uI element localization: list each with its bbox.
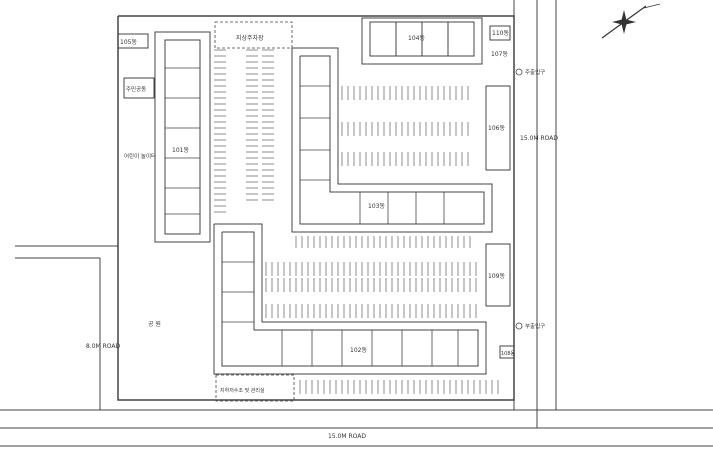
bottom-facility-zone: [215, 374, 295, 402]
community-building: [123, 77, 155, 99]
label-b104: 104동: [408, 35, 425, 42]
label-b105: 105동: [120, 39, 137, 46]
label-road-south: 15.0M ROAD: [328, 433, 366, 440]
parking-stalls: [214, 49, 499, 394]
label-playground: 어린이 놀이터: [124, 152, 156, 160]
label-road-east: 15.0M ROAD: [520, 135, 558, 142]
site-boundary: [117, 15, 515, 401]
label-main-gate: 주출입구: [525, 68, 545, 76]
label-b106: 106동: [488, 125, 505, 132]
label-b107: 107동: [491, 51, 508, 58]
main-gate-marker: [515, 68, 523, 76]
sub-gate-marker: [515, 322, 523, 330]
label-b108: 108동: [501, 351, 516, 357]
building-108: [499, 345, 515, 359]
label-park: 공 원: [148, 320, 161, 328]
label-sub-gate: 부출입구: [525, 322, 545, 330]
building-104: [361, 17, 483, 65]
building-106: [485, 85, 511, 171]
label-b102: 102동: [350, 347, 367, 354]
label-community: 주민공동: [126, 85, 146, 93]
label-b101: 101동: [172, 147, 189, 154]
building-105: [117, 33, 149, 49]
building-103: [291, 47, 493, 233]
label-b110: 110동: [492, 30, 509, 37]
label-parking-top: 지상주차장: [236, 34, 264, 42]
label-road-west: 8.0M ROAD: [86, 343, 121, 350]
label-b103: 103동: [368, 203, 385, 210]
building-102-units: [222, 261, 459, 366]
building-101-units: [165, 67, 200, 215]
building-102: [213, 223, 487, 375]
north-arrow-icon: [601, 3, 661, 39]
building-101: [154, 31, 211, 243]
label-bottom-facility: 지하저수조 및 관리실: [220, 387, 265, 394]
label-b109: 109동: [488, 273, 505, 280]
building-109: [485, 243, 511, 307]
building-103-units: [300, 85, 445, 224]
parking-top-zone: [214, 21, 293, 49]
building-110: [489, 25, 511, 41]
